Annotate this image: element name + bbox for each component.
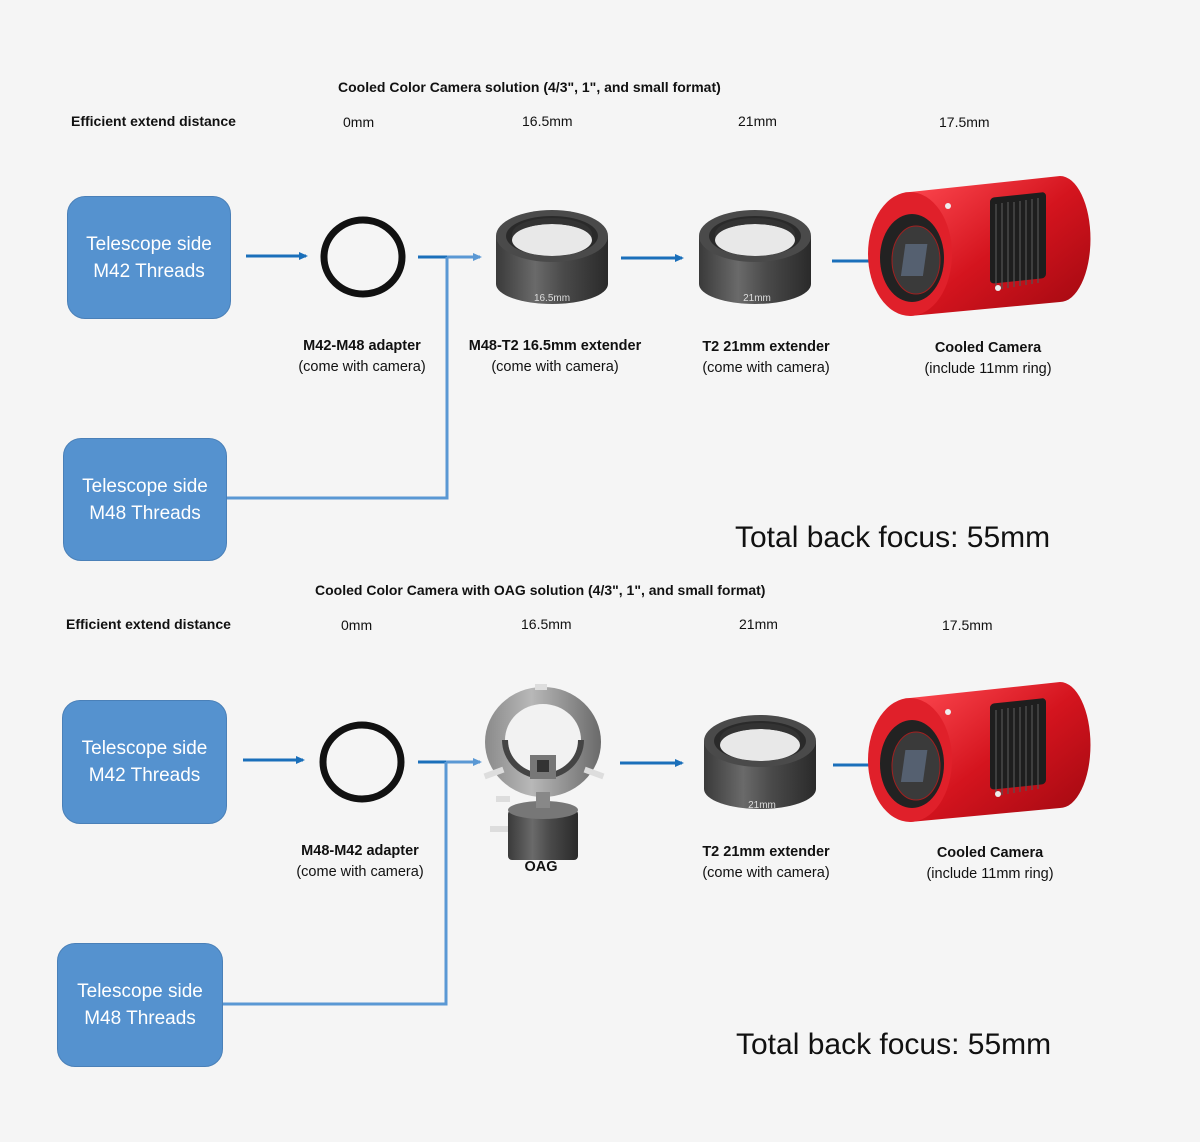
component-caption: M48-M42 adapter (come with camera) (296, 841, 423, 883)
adapter-ring-icon (320, 216, 406, 298)
component-caption: T2 21mm extender (come with camera) (702, 842, 829, 884)
box-line-1: Telescope side (77, 981, 203, 1002)
box-line-2: M48 Threads (89, 502, 201, 524)
telescope-m48-box: Telescope side M48 Threads (63, 438, 227, 561)
distance-value: 21mm (738, 113, 777, 129)
distance-value: 17.5mm (939, 114, 990, 130)
distance-value: 21mm (739, 616, 778, 632)
component-note: (include 11mm ring) (926, 866, 1054, 882)
telescope-m42-box: Telescope side M42 Threads (62, 700, 227, 824)
component-note: (include 11mm ring) (924, 361, 1052, 377)
component-note: (come with camera) (702, 865, 830, 881)
box-line-1: Telescope side (82, 475, 208, 497)
distance-value: 0mm (343, 114, 375, 130)
section-1-graphics: 16.5mm 21mm (226, 175, 1092, 500)
component-name: Cooled Camera (934, 340, 1042, 356)
component-note: (come with camera) (702, 360, 830, 376)
box-line-1: Telescope side (86, 233, 212, 255)
component-name: M48-T2 16.5mm extender (468, 338, 642, 354)
cooled-camera-icon (867, 175, 1092, 317)
svg-text:21mm: 21mm (743, 293, 771, 304)
section-1-title: Cooled Color Camera solution (4/3", 1", … (338, 79, 721, 95)
section-2-graphics: 21mm (222, 681, 1092, 1006)
component-caption: M42-M48 adapter (come with camera) (298, 336, 425, 378)
distance-value: 16.5mm (522, 113, 573, 129)
telescope-m42-box: Telescope side M42 Threads (67, 196, 231, 319)
cooled-camera-icon (867, 681, 1092, 823)
extender-tube-icon (496, 210, 608, 304)
component-caption: Cooled Camera (include 11mm ring) (924, 338, 1051, 380)
component-name: T2 21mm extender (702, 339, 830, 355)
distance-value: 0mm (341, 617, 373, 633)
extender-tube-icon (699, 210, 811, 304)
component-caption: Cooled Camera (include 11mm ring) (926, 843, 1053, 885)
component-name: T2 21mm extender (702, 844, 830, 860)
adapter-ring-icon (319, 721, 405, 803)
distance-value: 17.5mm (942, 617, 993, 633)
section-2-title: Cooled Color Camera with OAG solution (4… (315, 582, 766, 598)
component-name: M48-M42 adapter (301, 843, 419, 859)
box-line-2: M42 Threads (93, 260, 205, 282)
box-line-2: M48 Threads (84, 1008, 196, 1029)
component-name: Cooled Camera (936, 845, 1044, 861)
component-caption: M48-T2 16.5mm extender (come with camera… (469, 336, 641, 378)
box-line-2: M42 Threads (88, 765, 201, 786)
component-caption: T2 21mm extender (come with camera) (702, 337, 829, 379)
component-note: (come with camera) (491, 359, 619, 375)
component-caption: OAG (524, 857, 557, 878)
total-back-focus: Total back focus: 55mm (736, 1028, 1052, 1061)
component-name: OAG (524, 859, 558, 875)
svg-text:21mm: 21mm (748, 800, 776, 811)
component-note: (come with camera) (298, 359, 426, 375)
off-axis-guider-icon (483, 684, 605, 860)
distance-value: 16.5mm (521, 616, 572, 632)
distance-label: Efficient extend distance (66, 616, 231, 632)
distance-label: Efficient extend distance (71, 113, 236, 129)
component-name: M42-M48 adapter (303, 338, 421, 354)
extender-tube-icon (704, 715, 816, 809)
telescope-m48-box: Telescope side M48 Threads (57, 943, 223, 1067)
svg-text:16.5mm: 16.5mm (534, 293, 570, 304)
box-line-1: Telescope side (81, 738, 208, 759)
total-back-focus: Total back focus: 55mm (735, 521, 1051, 554)
component-note: (come with camera) (296, 864, 424, 880)
